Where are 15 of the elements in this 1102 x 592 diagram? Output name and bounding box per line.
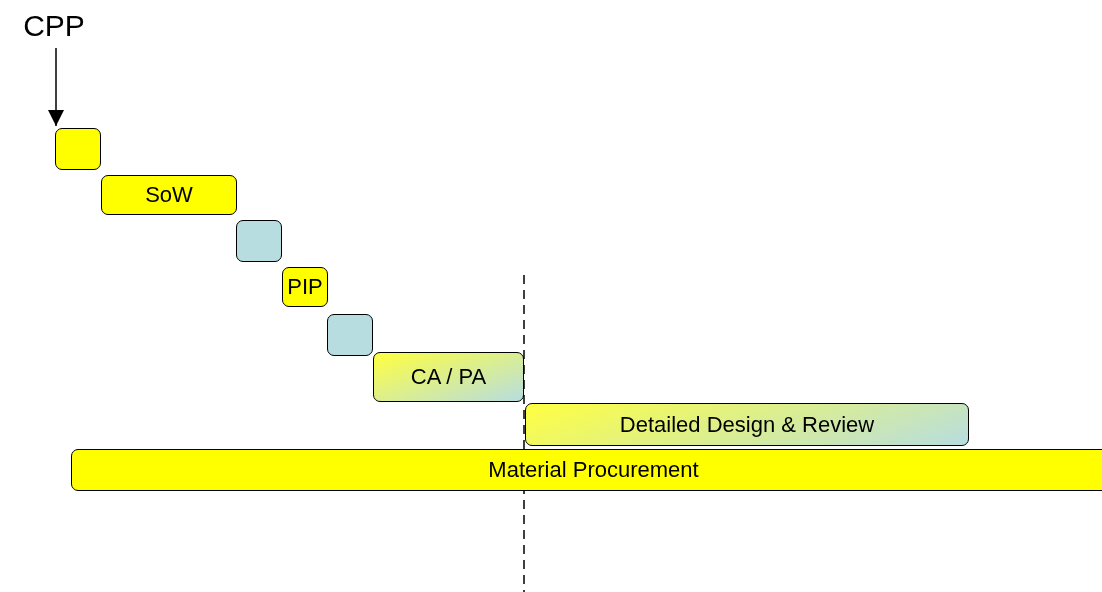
empty-task-bar xyxy=(236,220,282,262)
task-label: PIP xyxy=(287,274,323,300)
task-label: CA / PA xyxy=(410,364,487,390)
task-bar xyxy=(525,403,969,446)
empty-task-bar xyxy=(55,128,101,170)
task-label: Material Procurement xyxy=(488,457,699,483)
task-bar xyxy=(373,352,524,402)
task-bar xyxy=(101,175,237,215)
arrow xyxy=(47,47,65,127)
task-bar xyxy=(71,449,1102,491)
milestone-label: CPP xyxy=(14,5,94,47)
task-label: SoW xyxy=(145,182,193,208)
empty-task-bar xyxy=(327,314,373,356)
task-label: Detailed Design & Review xyxy=(619,411,875,438)
task-bar xyxy=(282,267,328,307)
